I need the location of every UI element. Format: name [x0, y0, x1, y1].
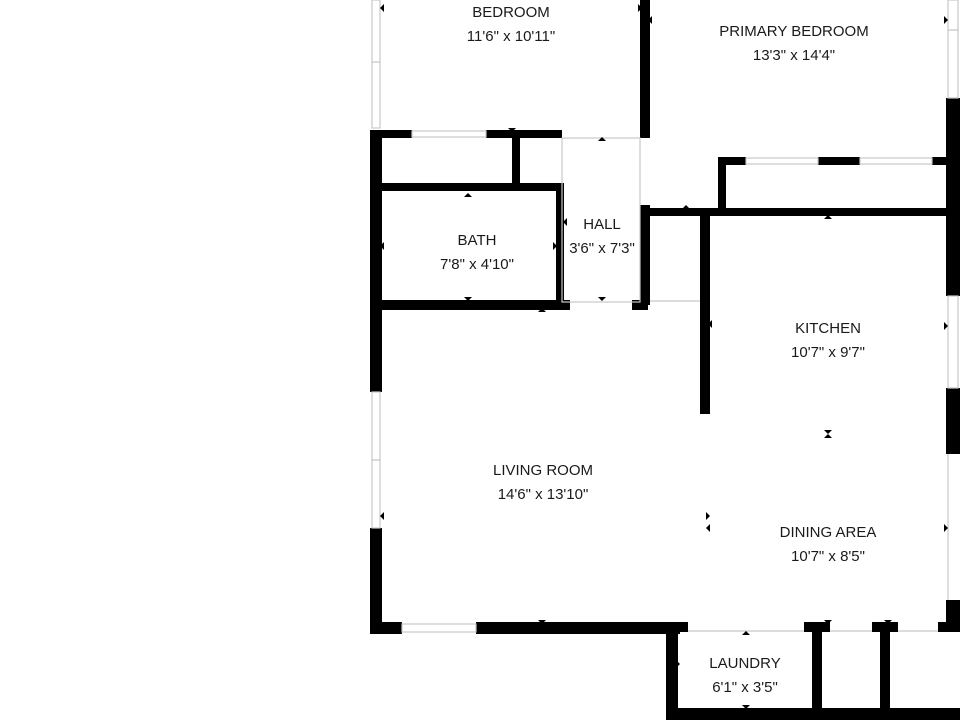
- window-primary-right-1: [947, 0, 959, 31]
- marker: [563, 218, 567, 226]
- room-dims-kitchen: 10'7" x 9'7": [791, 344, 865, 361]
- window-primary-closet-2: [859, 157, 933, 165]
- room-name-bath: BATH: [458, 232, 497, 249]
- marker: [884, 620, 892, 624]
- marker: [538, 620, 546, 624]
- marker: [380, 4, 384, 12]
- marker: [380, 512, 384, 520]
- room-name-primary-bedroom: PRIMARY BEDROOM: [719, 23, 868, 40]
- marker: [598, 137, 606, 141]
- marker: [538, 308, 546, 312]
- marker: [824, 215, 832, 219]
- marker: [380, 242, 384, 250]
- room-name-living-room: LIVING ROOM: [493, 462, 593, 479]
- room-dims-primary-bedroom: 13'3" x 14'4": [753, 47, 835, 64]
- wall-bottom-right: [476, 622, 680, 634]
- marker: [708, 320, 712, 328]
- wall-bedroom-bottom-b: [486, 130, 562, 138]
- window-primary-right-2: [947, 29, 959, 99]
- markers: [380, 4, 948, 709]
- wall-primary-closet-b: [818, 157, 860, 165]
- window-kitchen-right: [947, 295, 959, 389]
- room-dims-bedroom: 11'6" x 10'11": [467, 28, 555, 45]
- wall-left-upper: [370, 130, 382, 190]
- wall-right-upper: [946, 98, 960, 296]
- window-bedroom-left: [371, 0, 381, 63]
- wall-closet-divider-2: [880, 622, 890, 720]
- wall-closet-bottom: [378, 183, 560, 191]
- marker: [742, 631, 750, 635]
- wall-primary-closet-left: [718, 157, 726, 212]
- room-dims-bath: 7'8" x 4'10": [440, 256, 514, 273]
- wall-laundry-top-d: [938, 622, 960, 632]
- wall-left-bath: [370, 190, 382, 392]
- wall-kitchen-left: [700, 212, 710, 414]
- wall-bath-bottom: [378, 300, 570, 310]
- room-labels: BEDROOM 11'6" x 10'11" PRIMARY BEDROOM 1…: [440, 4, 876, 696]
- wall-laundry-top-a: [678, 622, 688, 632]
- room-name-bedroom: BEDROOM: [472, 4, 550, 21]
- marker: [944, 16, 948, 24]
- window-primary-closet-1: [745, 157, 819, 165]
- window-living-left-1: [371, 391, 381, 461]
- marker: [598, 297, 606, 301]
- window-bedroom-left-2: [371, 61, 381, 129]
- marker: [676, 660, 680, 668]
- wall-closet-divider: [512, 138, 520, 188]
- marker: [824, 430, 832, 434]
- wall-bottom-left: [370, 622, 402, 634]
- marker: [638, 4, 642, 12]
- wall-laundry-top-b: [804, 622, 830, 632]
- wall-hall-right: [640, 205, 650, 305]
- marker: [824, 620, 832, 624]
- marker: [742, 705, 750, 709]
- wall-hall-left: [556, 183, 564, 307]
- room-dims-living-room: 14'6" x 13'10": [498, 486, 589, 503]
- marker: [464, 297, 472, 301]
- wall-laundry-top-c: [872, 622, 898, 632]
- room-dims-hall: 3'6" x 7'3": [569, 240, 635, 257]
- window-bedroom-bottom: [411, 130, 487, 138]
- window-living-bottom: [401, 623, 477, 633]
- wall-bedroom-bottom-a: [370, 130, 412, 138]
- marker: [464, 193, 472, 197]
- marker: [944, 322, 948, 330]
- wall-left-lower: [370, 528, 382, 634]
- room-name-hall: HALL: [583, 216, 621, 233]
- wall-kitchen-top: [648, 208, 948, 216]
- wall-right-mid: [946, 388, 960, 454]
- marker: [508, 128, 516, 132]
- marker: [706, 512, 710, 520]
- wall-hall-right-stub: [632, 300, 648, 310]
- room-dims-laundry: 6'1" x 3'5": [712, 679, 778, 696]
- marker: [824, 434, 832, 438]
- marker: [944, 524, 948, 532]
- marker: [706, 524, 710, 532]
- room-name-kitchen: KITCHEN: [795, 320, 861, 337]
- wall-primary-closet-a: [718, 157, 746, 165]
- marker: [648, 16, 652, 24]
- room-name-dining-area: DINING AREA: [780, 524, 877, 541]
- marker: [553, 242, 557, 250]
- window-living-left-2: [371, 459, 381, 529]
- room-dims-dining-area: 10'7" x 8'5": [791, 548, 865, 565]
- wall-laundry-left: [666, 622, 678, 720]
- marker: [682, 205, 690, 209]
- walls: [370, 0, 960, 720]
- wall-bedroom-right: [640, 0, 650, 138]
- room-name-laundry: LAUNDRY: [709, 655, 780, 672]
- wall-laundry-divider: [812, 622, 822, 720]
